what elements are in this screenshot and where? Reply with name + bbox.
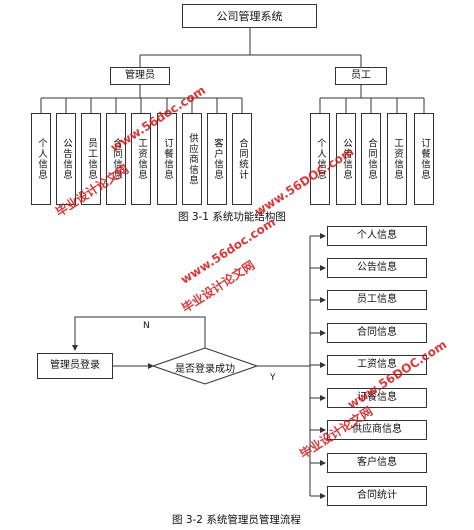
figure-caption-1: 图 3-1 系统功能结构图 [178,211,286,223]
employee-child-node: 个人信息 [310,113,330,205]
flow-target-node: 客户信息 [327,453,427,473]
decision-label: 是否登录成功 [175,364,235,375]
admin-child-label: 工资信息 [135,138,147,180]
flow-target-label: 员工信息 [357,294,397,305]
flow-target-label: 合同统计 [357,490,397,501]
employee-child-label: 合同信息 [365,138,377,180]
admin-child-label: 个人信息 [35,138,47,180]
yes-edge-label: Y [270,373,276,383]
admin-node: 管理员 [110,67,170,85]
employee-child-label: 订餐信息 [418,138,430,180]
flow-target-node: 个人信息 [327,226,427,246]
flow-target-label: 公告信息 [357,262,397,273]
admin-node-label: 管理员 [125,70,155,81]
admin-child-node: 合同统计 [232,113,252,205]
flow-target-node: 合同统计 [327,486,427,506]
flow-target-label: 工资信息 [357,359,397,370]
admin-child-node: 公告信息 [56,113,76,205]
flow-target-node: 订餐信息 [327,388,427,408]
login-node-label: 管理员登录 [50,360,100,371]
decision-diamond [151,347,259,385]
employee-child-node: 订餐信息 [414,113,434,205]
figure-caption-2: 图 3-2 系统管理员管理流程 [172,514,301,526]
no-edge-label: N [143,321,150,331]
employee-child-label: 公告信息 [340,138,352,180]
flow-target-label: 合同信息 [357,327,397,338]
admin-child-node: 员工信息 [81,113,101,205]
flow-target-node: 供应商信息 [327,420,427,440]
flow-target-label: 客户信息 [357,457,397,468]
admin-child-label: 公告信息 [60,138,72,180]
employee-child-node: 合同信息 [361,113,381,205]
admin-child-label: 合同统计 [236,138,248,180]
flow-target-label: 供应商信息 [352,424,402,435]
admin-child-label: 员工信息 [85,138,97,180]
root-node-label: 公司管理系统 [216,9,283,23]
flow-target-label: 订餐信息 [357,392,397,403]
flow-target-label: 个人信息 [357,230,397,241]
employee-node: 员工 [335,67,387,85]
employee-child-label: 工资信息 [391,138,403,180]
employee-child-node: 工资信息 [387,113,407,205]
employee-child-node: 公告信息 [336,113,356,205]
admin-child-label: 供应商信息 [186,132,198,186]
flow-target-node: 工资信息 [327,355,427,375]
admin-child-node: 客户信息 [207,113,227,205]
flow-target-node: 合同信息 [327,323,427,343]
flow-target-node: 员工信息 [327,290,427,310]
flow-target-node: 公告信息 [327,258,427,278]
admin-child-node: 个人信息 [31,113,51,205]
admin-child-node: 订餐信息 [157,113,177,205]
admin-child-label: 合同信息 [110,138,122,180]
employee-node-label: 员工 [351,70,371,81]
admin-child-label: 客户信息 [211,138,223,180]
admin-child-label: 订餐信息 [161,138,173,180]
admin-child-node: 供应商信息 [182,113,202,205]
root-node: 公司管理系统 [182,4,317,28]
login-node: 管理员登录 [37,353,113,379]
employee-child-label: 个人信息 [314,138,326,180]
admin-child-node: 工资信息 [131,113,151,205]
admin-child-node: 合同信息 [106,113,126,205]
